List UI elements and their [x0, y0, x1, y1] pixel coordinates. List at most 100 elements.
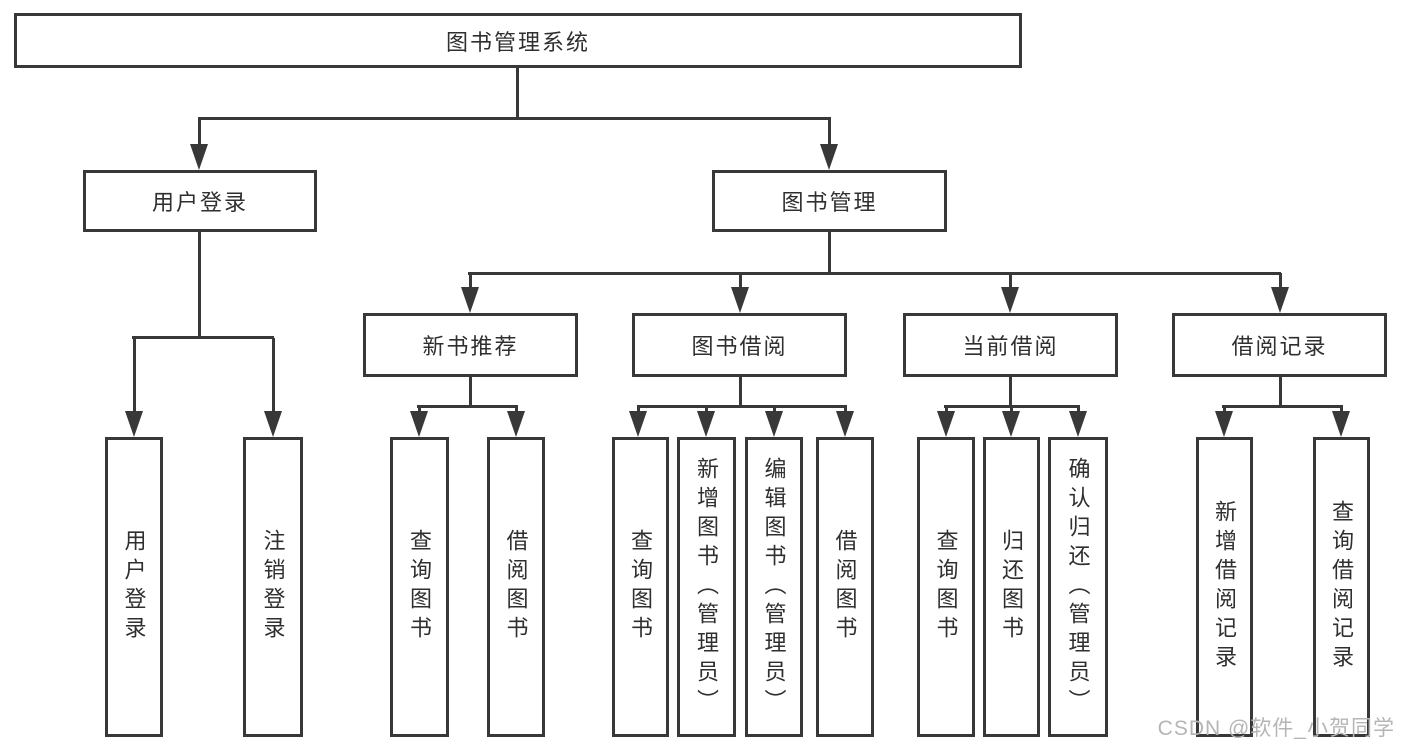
- arrow-down-icon: [1271, 287, 1289, 313]
- arrow-shaft: [514, 406, 518, 411]
- edge-current-borrow-stub: [1009, 377, 1012, 407]
- arrow-down-icon: [937, 411, 955, 437]
- edge-level2-bar: [198, 117, 831, 120]
- edge-user-login-stub: [198, 232, 201, 338]
- arrow-shaft: [704, 406, 708, 411]
- leaf-user-login: 用户登录: [105, 437, 163, 737]
- arrow-to-book-borrow: [731, 273, 749, 313]
- edge-recommend-stub: [469, 377, 472, 407]
- arrow-shaft: [1339, 406, 1343, 411]
- arrow-down-icon: [836, 411, 854, 437]
- node-book-borrow: 图书借阅: [632, 313, 847, 377]
- arrow-down-icon: [507, 411, 525, 437]
- edge-borrow-records-bar: [1222, 405, 1343, 408]
- arrow-to-borrow-query: [629, 406, 647, 437]
- node-root: 图书管理系统: [14, 13, 1022, 68]
- arrow-to-leaf-logout: [264, 338, 282, 437]
- leaf-label: 确认归还（管理员）: [1065, 456, 1091, 718]
- arrow-down-icon: [410, 411, 428, 437]
- leaf-label: 查询图书: [933, 529, 959, 645]
- arrow-down-icon: [697, 411, 715, 437]
- arrow-to-records-add: [1215, 406, 1233, 437]
- leaf-label: 编辑图书（管理员）: [761, 456, 787, 718]
- leaf-records-add-record: 新增借阅记录: [1196, 437, 1253, 737]
- arrow-to-records-query: [1332, 406, 1350, 437]
- edge-user-login-bar: [132, 336, 274, 339]
- arrow-shaft: [843, 406, 847, 411]
- edge-book-management-stub: [828, 232, 831, 275]
- leaf-label: 查询图书: [628, 529, 654, 645]
- leaf-label: 借阅图书: [503, 529, 529, 645]
- leaf-label: 借阅图书: [832, 529, 858, 645]
- arrow-down-icon: [1002, 411, 1020, 437]
- leaf-label: 归还图书: [999, 529, 1025, 645]
- leaf-records-query-record: 查询借阅记录: [1313, 437, 1370, 737]
- leaf-label: 用户登录: [121, 529, 147, 645]
- arrow-down-icon: [1001, 287, 1019, 313]
- leaf-label: 新增借阅记录: [1212, 500, 1238, 674]
- edge-level3-bar: [468, 272, 1281, 275]
- node-book-management: 图书管理: [712, 170, 947, 232]
- arrow-to-current-query: [937, 406, 955, 437]
- edge-root-stub: [516, 68, 519, 120]
- arrow-shaft: [197, 118, 201, 144]
- arrow-to-recommend-query: [410, 406, 428, 437]
- leaf-current-query-books: 查询图书: [917, 437, 975, 737]
- arrow-shaft: [132, 338, 136, 411]
- arrow-down-icon: [264, 411, 282, 437]
- arrow-down-icon: [731, 287, 749, 313]
- leaf-logout: 注销登录: [243, 437, 303, 737]
- arrow-down-icon: [1069, 411, 1087, 437]
- arrow-shaft: [468, 273, 472, 287]
- arrow-shaft: [1008, 273, 1012, 287]
- edge-recommend-bar: [417, 405, 518, 408]
- leaf-recommend-query-books: 查询图书: [390, 437, 449, 737]
- arrow-to-book-management: [820, 118, 838, 170]
- arrow-to-borrow-edit: [765, 406, 783, 437]
- arrow-shaft: [417, 406, 421, 411]
- leaf-borrow-edit-books-admin: 编辑图书（管理员）: [745, 437, 803, 737]
- arrow-to-current-confirm: [1069, 406, 1087, 437]
- arrow-shaft: [1009, 406, 1013, 411]
- arrow-down-icon: [1332, 411, 1350, 437]
- arrow-down-icon: [820, 144, 838, 170]
- edge-book-borrow-bar: [637, 405, 847, 408]
- arrow-shaft: [1076, 406, 1080, 411]
- node-current-borrow: 当前借阅: [903, 313, 1118, 377]
- node-borrow-records: 借阅记录: [1172, 313, 1387, 377]
- arrow-shaft: [1278, 273, 1282, 287]
- arrow-to-user-login: [190, 118, 208, 170]
- arrow-shaft: [271, 338, 275, 411]
- leaf-label: 注销登录: [260, 529, 286, 645]
- leaf-label: 查询图书: [407, 529, 433, 645]
- arrow-down-icon: [190, 144, 208, 170]
- arrow-to-current-return: [1002, 406, 1020, 437]
- arrow-to-borrow-borrow: [836, 406, 854, 437]
- leaf-current-return-books: 归还图书: [983, 437, 1040, 737]
- arrow-down-icon: [629, 411, 647, 437]
- leaf-borrow-query-books: 查询图书: [612, 437, 669, 737]
- arrow-to-recommend-borrow: [507, 406, 525, 437]
- arrow-to-new-book-recommend: [461, 273, 479, 313]
- leaf-recommend-borrow-books: 借阅图书: [487, 437, 545, 737]
- node-new-book-recommend: 新书推荐: [363, 313, 578, 377]
- leaf-label: 新增图书（管理员）: [694, 456, 720, 718]
- arrow-shaft: [944, 406, 948, 411]
- edge-borrow-records-stub: [1279, 377, 1282, 407]
- csdn-watermark: CSDN @软件_小贺同学: [1157, 717, 1395, 740]
- arrow-to-borrow-add: [697, 406, 715, 437]
- arrow-down-icon: [1215, 411, 1233, 437]
- arrow-to-borrow-records: [1271, 273, 1289, 313]
- node-user-login: 用户登录: [83, 170, 317, 232]
- leaf-borrow-add-books-admin: 新增图书（管理员）: [677, 437, 736, 737]
- arrow-to-current-borrow: [1001, 273, 1019, 313]
- arrow-down-icon: [765, 411, 783, 437]
- leaf-borrow-borrow-books: 借阅图书: [816, 437, 874, 737]
- arrow-down-icon: [461, 287, 479, 313]
- arrow-down-icon: [125, 411, 143, 437]
- edge-book-borrow-stub: [739, 377, 742, 407]
- arrow-to-leaf-user-login: [125, 338, 143, 437]
- arrow-shaft: [827, 118, 831, 144]
- arrow-shaft: [636, 406, 640, 411]
